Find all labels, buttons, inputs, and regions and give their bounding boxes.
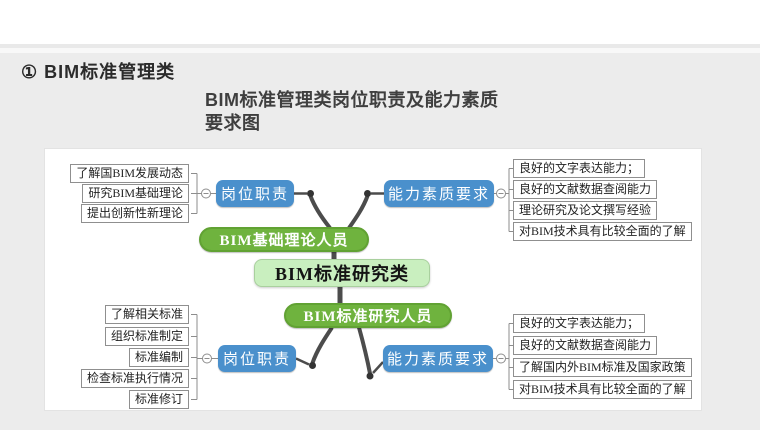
leaf-item: 了解国BIM发展动态: [70, 164, 189, 183]
leaf-item: 良好的文献数据查阅能力: [513, 336, 658, 355]
leaf-item: 了解相关标准: [104, 305, 189, 324]
fork-lines: [191, 168, 513, 400]
leaf-item: 对BIM技术具有比较全面的了解: [513, 222, 692, 241]
node-competency-top: 能力素质要求: [384, 180, 494, 207]
node-duties-top: 岗位职责: [216, 180, 294, 207]
leaf-item: 标准修订: [128, 390, 189, 409]
node-root: BIM标准研究类: [254, 259, 430, 287]
leaf-item: 良好的文字表达能力；: [513, 159, 646, 178]
dot-icon: [366, 372, 374, 380]
slide-gap: [0, 48, 760, 53]
minus-circle-icon: [202, 353, 212, 364]
leaf-item: 良好的文献数据查阅能力: [513, 180, 658, 199]
leaf-item: 对BIM技术具有比较全面的了解: [513, 380, 692, 399]
dot-icon: [364, 190, 371, 197]
leaf-item: 提出创新性新理论: [80, 204, 189, 223]
leaf-item: 理论研究及论文撰写经验: [513, 201, 658, 220]
section-heading: ① BIM标准管理类: [21, 62, 176, 82]
connectors-svg: [191, 168, 513, 400]
leaf-item: 检查标准执行情况: [80, 369, 189, 388]
collapse-controls: [201, 188, 506, 364]
leaf-item: 良好的文字表达能力；: [513, 314, 646, 333]
node-competency-bottom: 能力素质要求: [383, 345, 493, 372]
slide-divider: [0, 44, 760, 48]
leaf-item: 标准编制: [128, 348, 189, 367]
leaf-item: 组织标准制定: [104, 327, 189, 346]
branch-lines: [294, 192, 384, 374]
minus-circle-icon: [201, 188, 211, 199]
node-duties-bottom: 岗位职责: [218, 345, 296, 372]
dot-icon: [309, 362, 316, 369]
mindmap-panel: 了解国BIM发展动态 研究BIM基础理论 提出创新性新理论 良好的文字表达能力；…: [44, 148, 702, 411]
diagram-title-line2: 要求图: [205, 113, 261, 133]
diagram-title-line1: BIM标准管理类岗位职责及能力素质: [205, 90, 499, 110]
top-margin: [0, 0, 760, 44]
leaf-item: 了解国内外BIM标准及国家政策: [513, 358, 692, 377]
leaf-item: 研究BIM基础理论: [82, 184, 189, 203]
minus-circle-icon: [496, 353, 506, 364]
diagram-title: BIM标准管理类岗位职责及能力素质 要求图: [205, 89, 499, 135]
node-branch-standard-staff: BIM标准研究人员: [284, 303, 452, 328]
dot-icon: [307, 190, 314, 197]
minus-circle-icon: [496, 188, 506, 199]
node-branch-theory-staff: BIM基础理论人员: [199, 227, 369, 252]
junction-dots: [307, 190, 374, 380]
